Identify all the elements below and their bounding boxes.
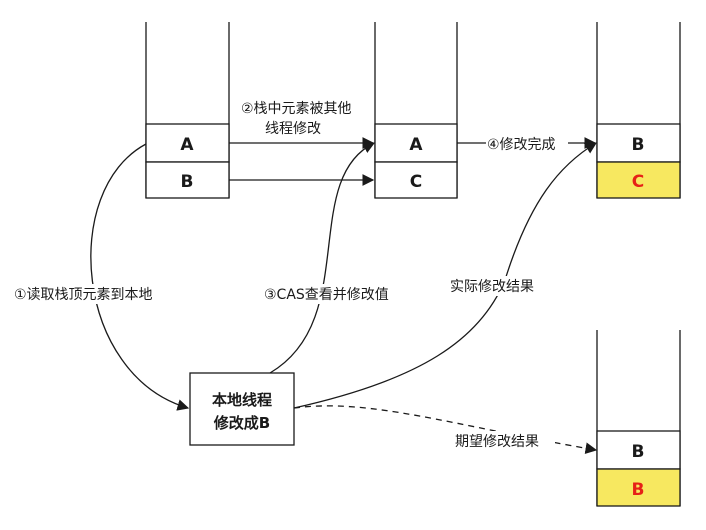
stack-1-cell-second — [145, 161, 230, 199]
label-expected: 期望修改结果 — [455, 434, 539, 450]
arrow-expected-result — [293, 405, 598, 454]
label-step1: ①读取栈顶元素到本地 — [14, 286, 153, 303]
local-box-line2: 修改成B — [213, 414, 270, 432]
labels: ②栈中元素被其他 线程修改 ④修改完成 ①读取栈顶元素到本地 ③CAS查看并修改… — [12, 98, 568, 451]
stack-4-cell-top — [596, 430, 681, 470]
stack-2-top-value: A — [409, 135, 423, 155]
stack-1: A B — [145, 22, 230, 199]
local-thread-box: 本地线程 修改成B — [189, 372, 295, 446]
stack-3-second-value: C — [632, 172, 644, 192]
label-step4: ④修改完成 — [487, 137, 556, 153]
stack-2-second-value: C — [410, 172, 422, 192]
local-box-line1: 本地线程 — [212, 391, 272, 409]
stack-4-expected: B B — [596, 330, 681, 507]
arrow-cas-check — [269, 142, 376, 374]
stack-2: A C — [374, 22, 458, 199]
label-step2-line1: ②栈中元素被其他 — [241, 101, 352, 117]
stack-4-cell-second — [596, 468, 681, 507]
stack-3-actual: B C — [596, 22, 681, 199]
stack-4-top-value: B — [632, 442, 645, 462]
stack-4-second-value: B — [632, 480, 645, 500]
label-actual: 实际修改结果 — [450, 279, 534, 295]
stack-3-cell-second — [596, 161, 681, 199]
stack-2-cell-top — [374, 123, 458, 163]
arrow-read-top — [90, 143, 190, 411]
stack-3-cell-top — [596, 123, 681, 163]
stack-3-top-value: B — [632, 135, 645, 155]
stack-1-second-value: B — [181, 172, 194, 192]
label-step3: ③CAS查看并修改值 — [264, 287, 389, 303]
label-step2-line2: 线程修改 — [265, 121, 321, 137]
stack-1-top-value: A — [180, 135, 194, 155]
stack-2-cell-second — [374, 161, 458, 199]
